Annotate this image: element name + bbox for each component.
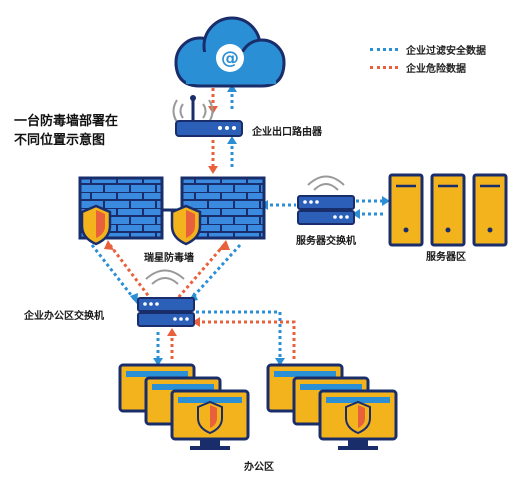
danger-line-office-monitors-right xyxy=(196,320,296,362)
title-line-1: 一台防毒墙部署在 xyxy=(14,114,119,129)
arrow-office-left xyxy=(130,293,138,304)
arrowheads xyxy=(104,84,390,366)
firewall-label: 瑞星防毒墙 xyxy=(144,253,194,264)
legend-swatch-safe xyxy=(370,47,398,51)
arrow-right-servers-1 xyxy=(382,196,390,206)
office-zone-label: 办公区 xyxy=(244,462,274,473)
arrow-up-cloud xyxy=(227,84,237,92)
server-tower-icon xyxy=(388,173,424,247)
svg-text:@: @ xyxy=(221,48,239,69)
arrow-firewall-left xyxy=(104,240,114,250)
monitor-group-right xyxy=(266,363,398,450)
server-zone-label: 服务器区 xyxy=(426,252,466,263)
arrow-down-monitors-left xyxy=(153,358,163,366)
connections xyxy=(90,88,386,362)
diagram-title: 一台防毒墙部署在 不同位置示意图 xyxy=(14,112,118,150)
legend-label-danger: 企业危险数据 xyxy=(406,63,466,75)
shield-icon xyxy=(170,204,202,246)
monitor-group-left xyxy=(118,363,250,450)
legend-item-safe: 企业过滤安全数据 xyxy=(370,40,486,58)
server-tower-icon xyxy=(430,173,466,247)
legend: 企业过滤安全数据 企业危险数据 xyxy=(370,40,486,76)
arrow-down-monitors-right xyxy=(275,358,285,366)
danger-line-firewall-left-office xyxy=(108,244,152,299)
title-line-2: 不同位置示意图 xyxy=(14,133,106,148)
office-switch-label: 企业办公区交换机 xyxy=(24,311,104,322)
safe-line-firewall-left-office xyxy=(90,244,137,301)
shield-icon xyxy=(197,400,223,435)
shield-icon xyxy=(345,400,371,435)
arrow-up-router xyxy=(227,136,237,144)
arrow-down-firewall xyxy=(208,166,218,174)
arrow-left-office-right xyxy=(192,317,200,327)
legend-item-danger: 企业危险数据 xyxy=(370,58,486,76)
legend-swatch-danger xyxy=(370,65,398,69)
switch-icon xyxy=(297,175,355,225)
server-switch-label: 服务器交换机 xyxy=(296,236,356,247)
cloud-at-icon: @ xyxy=(174,16,286,88)
arrow-up-office-left xyxy=(167,328,177,336)
server-tower-icon xyxy=(472,173,508,247)
router-icon xyxy=(172,95,243,137)
arrow-firewall-right xyxy=(218,240,230,250)
arrow-left-serverswitch xyxy=(352,209,360,219)
router-label: 企业出口路由器 xyxy=(252,127,322,138)
shield-icon xyxy=(80,204,112,246)
legend-label-safe: 企业过滤安全数据 xyxy=(406,45,486,57)
switch-icon xyxy=(137,269,195,327)
safe-line-office-monitors-right xyxy=(196,310,282,362)
